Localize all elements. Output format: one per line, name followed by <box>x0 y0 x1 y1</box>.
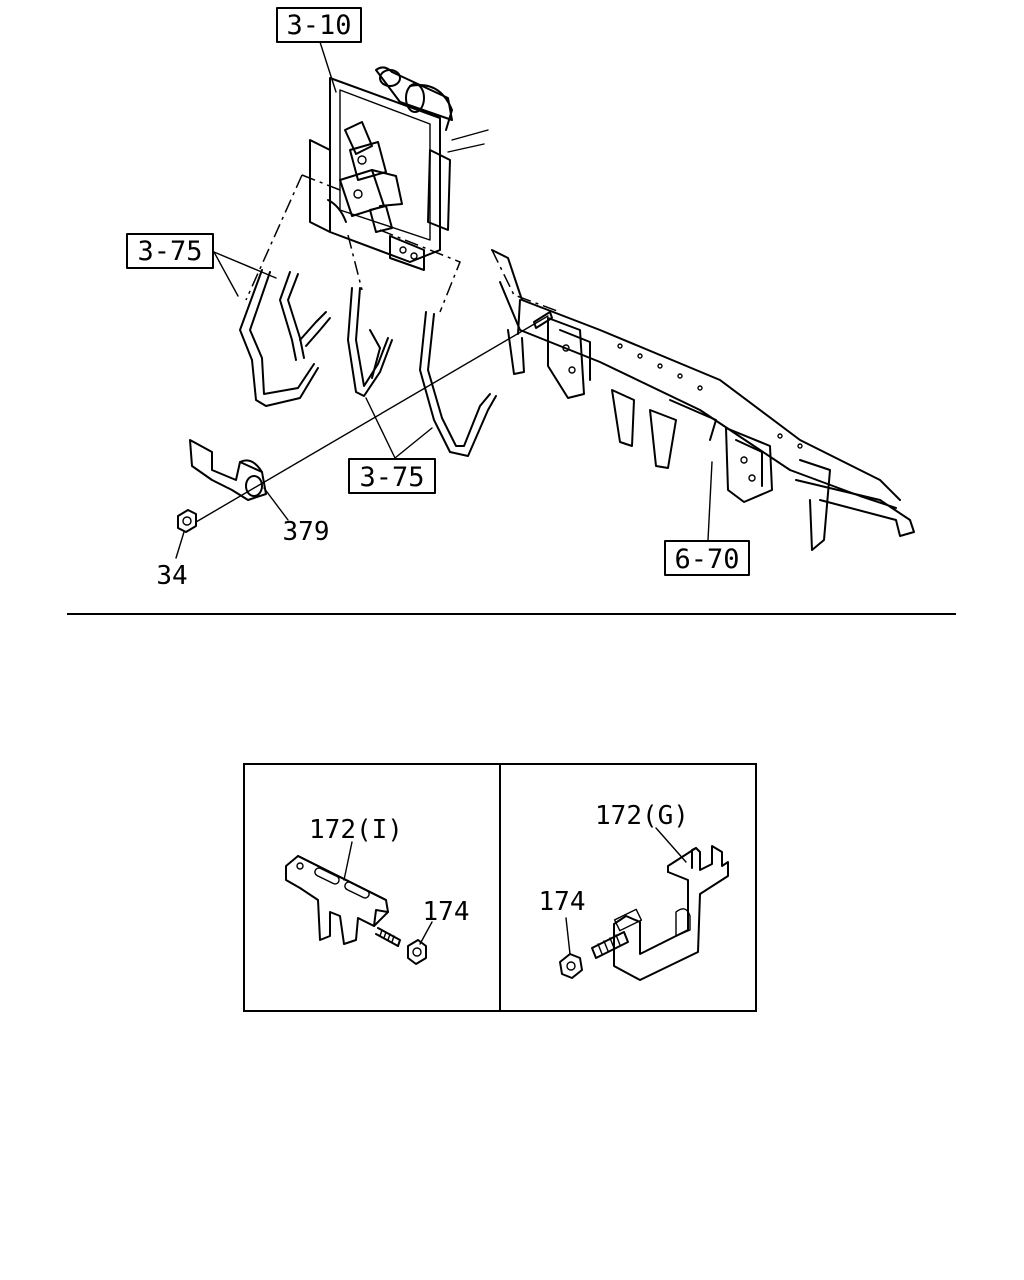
ref-3-75-left-label: 3-75 <box>137 236 202 267</box>
bracket-172i <box>285 855 427 965</box>
frame-crossmember <box>491 249 915 551</box>
ref-box-3-75-left[interactable]: 3-75 <box>126 233 214 269</box>
bracket-379-assembly <box>175 311 553 559</box>
ref-box-3-75-bottom[interactable]: 3-75 <box>348 458 436 494</box>
bracket-172g <box>559 845 729 981</box>
ref-3-75-bottom-label: 3-75 <box>359 462 424 493</box>
label-174-right: 174 <box>539 887 586 917</box>
detail-panel-frame <box>243 763 757 1012</box>
detail-panel-left: 172(I) 174 <box>285 815 470 965</box>
label-174-left: 174 <box>423 897 470 927</box>
ref-box-6-70[interactable]: 6-70 <box>664 540 750 576</box>
ref-box-3-10[interactable]: 3-10 <box>276 7 362 43</box>
pedal-assembly <box>309 41 489 271</box>
brake-pipes <box>213 174 497 459</box>
label-172i: 172(I) <box>309 815 403 845</box>
detail-panel-right: 172(G) 174 <box>539 801 729 981</box>
ref-3-10-label: 3-10 <box>286 10 351 41</box>
label-172g: 172(G) <box>595 801 689 831</box>
callout-34: 34 <box>156 561 187 591</box>
callout-379: 379 <box>283 517 330 547</box>
ref-6-70-label: 6-70 <box>674 544 739 575</box>
